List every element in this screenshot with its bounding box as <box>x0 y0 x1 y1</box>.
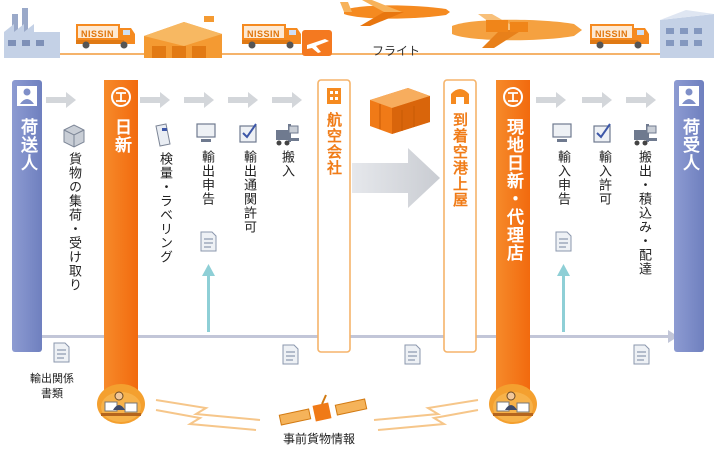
logo-icon <box>111 87 131 107</box>
truck-brand-label: NISSIN <box>81 29 115 39</box>
shipper-column <box>12 80 42 352</box>
checklist-icon <box>593 123 611 143</box>
operator-icon <box>96 383 146 425</box>
warehouse-icon <box>144 16 222 58</box>
forklift-icon <box>634 124 657 146</box>
flight-transfer-arrow <box>352 148 440 208</box>
logo-icon <box>503 87 523 107</box>
building-icon <box>327 88 341 104</box>
truck-brand-label: NISSIN <box>247 29 281 39</box>
arrival-terminal-column <box>443 79 477 353</box>
consignee-label: 荷受人 <box>679 118 699 172</box>
airplane-icon <box>302 30 332 56</box>
shipper-label: 荷送人 <box>17 118 37 172</box>
declaration-documents <box>200 231 572 332</box>
local-agent-label: 現地日新・代理店 <box>503 118 523 262</box>
step-export-declaration: 輸出申告 <box>199 150 214 206</box>
document-icon <box>155 123 171 147</box>
airline-label: 航空会社 <box>325 112 343 176</box>
truck-brand-label: NISSIN <box>595 29 629 39</box>
local-agent-column <box>496 80 530 408</box>
export-documents-label: 輸出関係 書類 <box>30 372 74 400</box>
step-carry-in: 搬入 <box>279 150 294 178</box>
forklift-icon <box>276 124 299 146</box>
checklist-icon <box>239 123 257 143</box>
cargo-plane-icon <box>452 14 582 48</box>
hangar-icon <box>451 89 469 104</box>
advance-cargo-info-label: 事前貨物情報 <box>283 432 356 446</box>
factory-icon <box>4 8 60 58</box>
nissin-column <box>104 80 138 408</box>
step-export-permit: 輸出通関許可 <box>241 150 256 234</box>
arrival-terminal-label: 到着空港上屋 <box>451 112 469 208</box>
step-collect: 貨物の集荷・受け取り <box>66 152 81 292</box>
container-icon <box>370 88 430 134</box>
consignee-column <box>674 80 704 352</box>
operator-icon <box>488 383 538 425</box>
step-import-permit: 輸入許可 <box>596 150 611 206</box>
box-icon <box>63 124 85 148</box>
flight-label: フライト <box>372 44 421 58</box>
person-icon <box>17 86 37 106</box>
person-icon <box>679 86 699 106</box>
computer-icon <box>196 123 216 142</box>
top-transport-scene <box>4 0 714 58</box>
computer-icon <box>552 123 572 142</box>
step-delivery: 搬出・積込み・配達 <box>636 150 651 276</box>
signal-waves <box>155 399 479 431</box>
satellite-icon <box>278 394 368 426</box>
step-inspect: 検量・ラベリング <box>157 152 172 264</box>
airline-column <box>317 79 351 353</box>
airplane-icon <box>340 0 450 26</box>
step-import-declaration: 輸入申告 <box>555 150 570 206</box>
nissin-label: 日新 <box>111 118 131 154</box>
building-icon <box>660 10 714 58</box>
